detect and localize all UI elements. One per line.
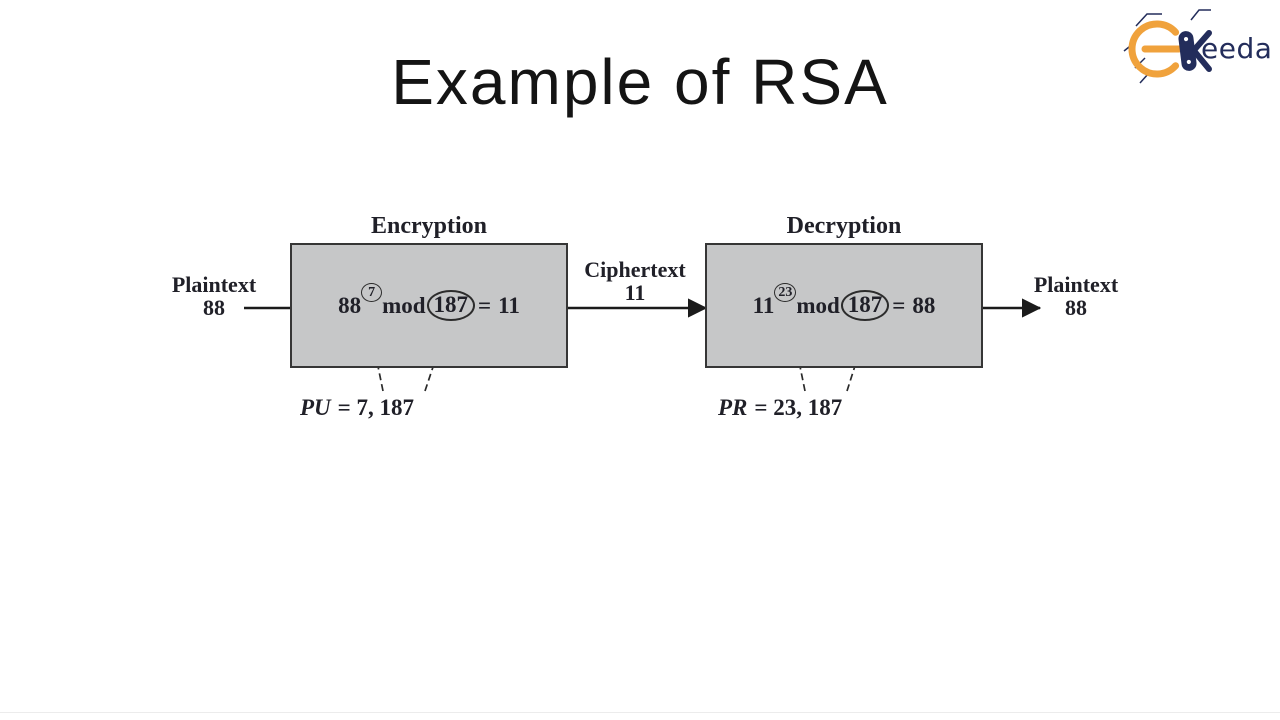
public-key-label: PU= 7, 187 bbox=[300, 395, 414, 421]
bottom-divider bbox=[0, 712, 1280, 713]
page-title: Example of RSA bbox=[391, 46, 889, 118]
ekeeda-logo-mark bbox=[1123, 9, 1212, 84]
decryption-box: 11 23 mod 187 = 88 bbox=[705, 243, 983, 368]
encryption-box: 88 7 mod 187 = 11 bbox=[290, 243, 568, 368]
public-key-name: PU bbox=[300, 395, 331, 420]
logo-bug-body bbox=[1178, 31, 1197, 71]
ekeeda-logo-text: eeda bbox=[1201, 32, 1273, 65]
decryption-equals: = bbox=[892, 292, 906, 318]
plaintext-input-label: Plaintext 88 bbox=[144, 273, 284, 319]
plaintext-output-caption: Plaintext bbox=[1033, 272, 1119, 297]
encryption-expression: 88 7 mod 187 = 11 bbox=[338, 283, 520, 321]
logo-antenna-top-left bbox=[1135, 13, 1162, 27]
encryption-mod-word: mod bbox=[382, 292, 426, 318]
encryption-equals: = bbox=[478, 292, 492, 318]
decryption-title: Decryption bbox=[786, 213, 902, 239]
plaintext-output-value: 88 bbox=[1065, 295, 1087, 320]
decryption-expression: 11 23 mod 187 = 88 bbox=[752, 283, 936, 321]
encryption-title: Encryption bbox=[370, 213, 487, 239]
public-key-value: = 7, 187 bbox=[337, 395, 415, 420]
encryption-modulus-circled: 187 bbox=[426, 290, 476, 321]
logo-antenna-top-right bbox=[1190, 9, 1211, 21]
encryption-result: 11 bbox=[498, 292, 520, 318]
ciphertext-value: 11 bbox=[624, 280, 646, 305]
logo-e-arc bbox=[1128, 20, 1180, 78]
logo-k-arm-lower bbox=[1192, 49, 1212, 72]
decryption-base: 11 bbox=[752, 292, 775, 318]
ciphertext-label: Ciphertext 11 bbox=[565, 258, 705, 304]
plaintext-input-caption: Plaintext bbox=[171, 272, 257, 297]
private-key-value: = 23, 187 bbox=[754, 395, 843, 420]
private-key-label: PR= 23, 187 bbox=[718, 395, 842, 421]
private-key-name: PR bbox=[718, 395, 748, 420]
logo-bug-dot-top bbox=[1183, 36, 1189, 42]
plaintext-output-label: Plaintext 88 bbox=[1006, 273, 1146, 319]
logo-bug-dot-bottom bbox=[1186, 59, 1191, 65]
logo-k-arm-upper bbox=[1192, 30, 1212, 52]
decryption-mod-word: mod bbox=[796, 292, 840, 318]
encryption-base: 88 bbox=[338, 292, 362, 318]
encryption-exponent-circled: 7 bbox=[361, 283, 383, 302]
plaintext-input-value: 88 bbox=[203, 295, 225, 320]
decryption-exponent-circled: 23 bbox=[774, 283, 797, 302]
decryption-result: 88 bbox=[912, 292, 936, 318]
ciphertext-caption: Ciphertext bbox=[584, 257, 686, 282]
ekeeda-logo: eeda bbox=[1122, 6, 1272, 86]
decryption-modulus-circled: 187 bbox=[840, 290, 890, 321]
